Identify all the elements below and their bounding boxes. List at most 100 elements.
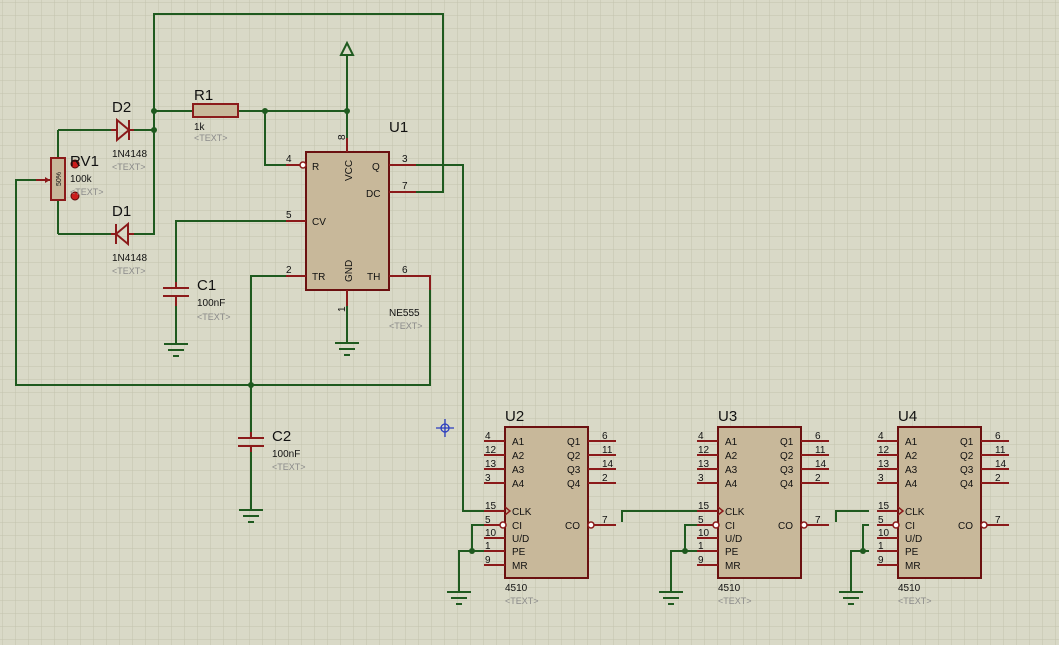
- diode-d2[interactable]: D2 1N4148 <TEXT>: [111, 99, 147, 172]
- counter-pin-num: 5: [698, 515, 704, 526]
- counter-pin-label: Q1: [960, 437, 974, 448]
- counter-pin-num: 9: [698, 555, 704, 566]
- counter-part: 4510: [718, 583, 741, 594]
- d1-text-placeholder: <TEXT>: [112, 266, 146, 276]
- counter-pin-label: Q3: [567, 465, 581, 476]
- counter-pin-label: Q1: [780, 437, 794, 448]
- counter-pin-label: CLK: [725, 507, 745, 518]
- counter-pin-label: Q3: [960, 465, 974, 476]
- u1-pin-reset-label: R: [312, 162, 319, 173]
- ground-symbols: [164, 342, 863, 605]
- u1-pin-q-num: 3: [402, 154, 408, 165]
- wires: [15, 13, 869, 592]
- counter-pin-label: U/D: [905, 534, 922, 545]
- ground-icon: [839, 591, 863, 605]
- counter-pin-num: 6: [602, 431, 608, 442]
- diode-d1[interactable]: D1 1N4148 <TEXT>: [111, 203, 147, 276]
- counter-pin-label: MR: [725, 561, 741, 572]
- counter-pin-num: 7: [815, 515, 821, 526]
- u1-pin-vcc-num: 8: [337, 134, 348, 140]
- capacitor-c1[interactable]: C1 100nF <TEXT>: [163, 277, 231, 322]
- counter-pin-num: 9: [878, 555, 884, 566]
- r1-value: 1k: [194, 122, 206, 133]
- counter-pin-num: 2: [602, 473, 608, 484]
- u1-pin-q-label: Q: [372, 162, 380, 173]
- counter-pin-num: 2: [995, 473, 1001, 484]
- counter-pin-num: 1: [485, 541, 491, 552]
- u1-pin-reset-num: 4: [286, 154, 292, 165]
- c2-value: 100nF: [272, 449, 300, 460]
- rv1-value: 100k: [70, 174, 93, 185]
- counter-pin-label: A2: [512, 451, 525, 462]
- potentiometer-rv1[interactable]: 50% RV1 100k <TEXT>: [36, 153, 104, 201]
- counter-pin-num: 15: [878, 501, 890, 512]
- counter-pin-num: 12: [698, 445, 710, 456]
- c1-ref: C1: [197, 277, 216, 294]
- counter-pin-num: 12: [485, 445, 497, 456]
- c2-ref: C2: [272, 428, 291, 445]
- counter-pin-num: 12: [878, 445, 890, 456]
- resistor-r1[interactable]: R1 1k <TEXT>: [192, 87, 239, 143]
- counter-pin-label: A4: [512, 479, 525, 490]
- counter-pin-label: CI: [725, 521, 735, 532]
- counter-pin-num: 7: [995, 515, 1001, 526]
- power-terminal[interactable]: [339, 40, 355, 56]
- counter-part: 4510: [505, 583, 528, 594]
- counter-pin-label: MR: [512, 561, 528, 572]
- counter-pin-num: 10: [698, 528, 710, 539]
- counter-pin-num: 10: [485, 528, 497, 539]
- r1-text-placeholder: <TEXT>: [194, 133, 228, 143]
- counter-pin-num: 1: [878, 541, 884, 552]
- capacitor-c2[interactable]: C2 100nF <TEXT>: [238, 428, 306, 472]
- counter-pin-label: CI: [905, 521, 915, 532]
- rv1-body-label: 50%: [56, 172, 63, 186]
- counter-pin-num: 11: [602, 445, 613, 456]
- counter-pin-num: 4: [878, 431, 884, 442]
- u1-pin-gnd-label: GND: [344, 260, 355, 282]
- counter-pin-num: 5: [485, 515, 491, 526]
- counter-pin-label: U/D: [512, 534, 529, 545]
- d1-value: 1N4148: [112, 253, 147, 264]
- counter-pin-label: PE: [725, 547, 739, 558]
- counter-pin-num: 1: [698, 541, 704, 552]
- counter-pin-num: 5: [878, 515, 884, 526]
- counter-text-placeholder: <TEXT>: [718, 596, 752, 606]
- u1-pin-th-label: TH: [367, 272, 380, 283]
- counter-pin-label: PE: [512, 547, 526, 558]
- counter-pin-label: PE: [905, 547, 919, 558]
- counter-pin-label: Q4: [960, 479, 974, 490]
- counter-pin-label: Q2: [960, 451, 974, 462]
- u1-pin-gnd-num: 1: [337, 306, 348, 312]
- u1-pin-vcc-label: VCC: [344, 160, 355, 181]
- u1-pin-th-num: 6: [402, 265, 408, 276]
- u1-ref: U1: [389, 119, 408, 136]
- counter-pin-label: Q3: [780, 465, 794, 476]
- ic-u1-ne555[interactable]: U1 R 4 CV 5 TR 2 Q 3 DC 7 TH 6 VCC 8 GND…: [286, 119, 431, 331]
- counter-pin-label: A1: [905, 437, 918, 448]
- ic-u3-4510[interactable]: 4A112A213A33A415CLK5CI10U/D1PE9MR6Q111Q2…: [697, 408, 829, 606]
- rv1-text-placeholder: <TEXT>: [70, 187, 104, 197]
- counter-pin-label: A3: [905, 465, 918, 476]
- counter-pin-label: MR: [905, 561, 921, 572]
- ic-u4-4510[interactable]: 4A112A213A33A415CLK5CI10U/D1PE9MR6Q111Q2…: [877, 408, 1009, 606]
- counter-pin-label: Q2: [567, 451, 581, 462]
- counter-pin-label: A3: [512, 465, 525, 476]
- u1-pin-tr-num: 2: [286, 265, 292, 276]
- counter-ref: U4: [898, 408, 917, 425]
- crosshair-cursor-icon: [436, 419, 454, 437]
- u1-pin-cv-label: CV: [312, 217, 326, 228]
- counter-part: 4510: [898, 583, 921, 594]
- junction-dots: [151, 108, 866, 554]
- d2-text-placeholder: <TEXT>: [112, 162, 146, 172]
- c2-text-placeholder: <TEXT>: [272, 462, 306, 472]
- counter-pin-label: Q4: [780, 479, 794, 490]
- ic-u2-4510[interactable]: 4A112A213A33A415CLK5CI10U/D1PE9MR6Q111Q2…: [484, 408, 616, 606]
- counter-pin-label: A4: [725, 479, 738, 490]
- counter-pin-num: 11: [995, 445, 1006, 456]
- counter-text-placeholder: <TEXT>: [505, 596, 539, 606]
- d2-value: 1N4148: [112, 149, 147, 160]
- counter-pin-num: 11: [815, 445, 826, 456]
- counter-text-placeholder: <TEXT>: [898, 596, 932, 606]
- counter-pin-num: 13: [485, 459, 497, 470]
